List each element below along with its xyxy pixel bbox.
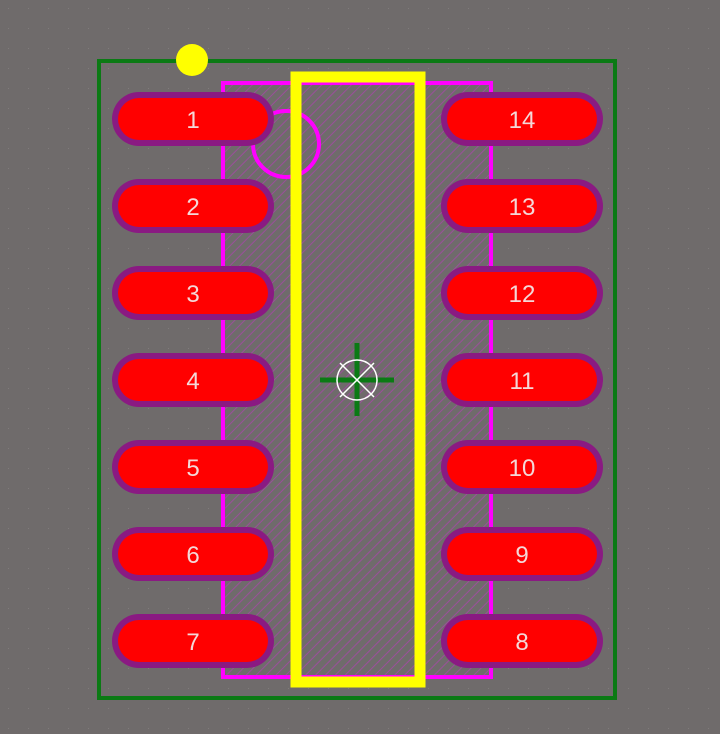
pad-4: 4	[112, 353, 274, 407]
crosshair-origin-icon	[320, 343, 394, 416]
pad-number-label: 11	[510, 368, 535, 395]
pad-6: 6	[112, 527, 274, 581]
pad-12: 12	[441, 266, 603, 320]
pad-number-label: 9	[515, 542, 528, 569]
pad-number-label: 8	[515, 629, 528, 656]
pad-number-label: 6	[186, 542, 199, 569]
copper-pad	[447, 446, 597, 488]
pad-number-label: 5	[186, 455, 199, 482]
copper-pad	[118, 272, 268, 314]
copper-pad	[118, 98, 268, 140]
copper-pad	[447, 359, 597, 401]
copper-pad	[118, 533, 268, 575]
copper-pad	[118, 185, 268, 227]
pad-3: 3	[112, 266, 274, 320]
pad-5: 5	[112, 440, 274, 494]
pad-number-label: 2	[186, 194, 199, 221]
pad-number-label: 4	[186, 368, 199, 395]
copper-pad	[447, 272, 597, 314]
pad-number-label: 14	[509, 107, 536, 134]
pad-9: 9	[441, 527, 603, 581]
pad-14: 14	[441, 92, 603, 146]
copper-pad	[447, 185, 597, 227]
copper-pad	[118, 359, 268, 401]
pad-number-label: 10	[509, 455, 536, 482]
pad-2: 2	[112, 179, 274, 233]
pad-7: 7	[112, 614, 274, 668]
pad-number-label: 3	[186, 281, 199, 308]
pad-1: 1	[112, 92, 274, 146]
pad-number-label: 7	[186, 629, 199, 656]
pad-number-label: 1	[186, 107, 199, 134]
pin1-dot-icon	[176, 44, 208, 76]
copper-pad	[447, 620, 597, 662]
pad-number-label: 12	[509, 281, 536, 308]
copper-pad	[447, 98, 597, 140]
pad-8: 8	[441, 614, 603, 668]
copper-pad	[118, 620, 268, 662]
copper-pad	[118, 446, 268, 488]
pad-11: 11	[441, 353, 603, 407]
pad-10: 10	[441, 440, 603, 494]
pad-number-label: 13	[509, 194, 536, 221]
copper-pad	[447, 533, 597, 575]
silkscreen-outline	[290, 71, 426, 688]
courtyard-outline	[97, 59, 617, 700]
pad-13: 13	[441, 179, 603, 233]
